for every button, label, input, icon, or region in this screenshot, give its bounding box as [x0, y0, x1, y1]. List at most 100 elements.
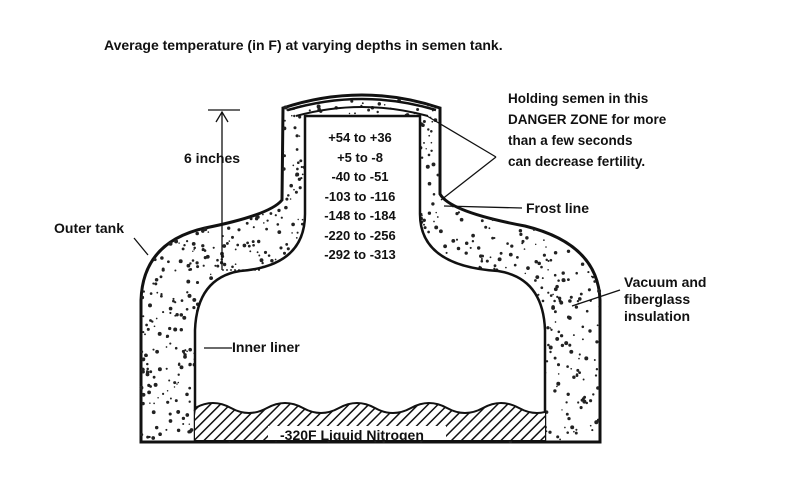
insulation-speckle	[569, 295, 573, 299]
insulation-speckle	[559, 438, 562, 441]
insulation-speckle	[160, 292, 163, 296]
insulation-speckle	[156, 291, 159, 294]
insulation-speckle	[430, 130, 433, 133]
insulation-speckle	[300, 176, 303, 180]
insulation-speckle	[296, 167, 299, 171]
insulation-speckle	[276, 223, 280, 226]
insulation-speckle	[155, 317, 158, 320]
insulation-speckle	[189, 428, 194, 432]
insulation-speckle	[549, 327, 552, 329]
insulation-speckle	[287, 194, 290, 197]
danger-note-line: can decrease fertility.	[508, 154, 646, 169]
insulation-speckle	[455, 211, 459, 216]
insulation-speckle	[587, 271, 590, 274]
insulation-speckle	[201, 249, 204, 252]
insulation-speckle	[162, 311, 165, 314]
insulation-speckle	[423, 223, 425, 226]
insulation-speckle	[277, 230, 282, 234]
insulation-speckle	[576, 368, 580, 372]
insulation-speckle	[153, 382, 158, 387]
temperature-range: -148 to -184	[324, 208, 396, 223]
insulation-speckle	[207, 231, 210, 233]
insulation-speckle	[146, 435, 150, 439]
insulation-speckle	[350, 99, 354, 103]
insulation-speckle	[423, 141, 425, 144]
insulation-speckle	[553, 389, 557, 393]
insulation-speckle	[183, 355, 187, 359]
insulation-speckle	[280, 216, 283, 219]
insulation-speckle	[188, 400, 191, 403]
insulation-speckle	[519, 232, 523, 237]
insulation-speckle	[476, 246, 481, 250]
insulation-speckle	[553, 250, 558, 255]
insulation-speckle	[427, 211, 432, 215]
insulation-speckle	[174, 269, 177, 272]
insulation-speckle	[168, 326, 172, 331]
insulation-speckle	[585, 309, 589, 313]
insulation-speckle	[195, 280, 200, 285]
insulation-speckle	[270, 258, 274, 263]
insulation-speckle	[295, 172, 300, 177]
insulation-speckle	[595, 368, 599, 371]
insulation-speckle	[471, 240, 475, 243]
insulation-speckle	[188, 347, 192, 352]
insulation-speckle	[493, 236, 496, 240]
insulation-speckle	[491, 218, 494, 222]
insulation-speckle	[459, 217, 464, 222]
insulation-speckle	[258, 254, 261, 257]
insulation-speckle	[153, 258, 157, 262]
insulation-speckle	[295, 148, 299, 151]
insulation-speckle	[203, 255, 207, 260]
insulation-speckle	[168, 419, 173, 423]
insulation-speckle	[545, 360, 549, 363]
insulation-speckle	[145, 354, 148, 357]
insulation-speckle	[594, 374, 598, 377]
insulation-speckle	[291, 222, 295, 227]
frost-line-pointer	[443, 205, 523, 209]
neck-cap	[287, 97, 437, 112]
insulation-speckle	[436, 216, 439, 218]
insulation-speckle	[191, 242, 196, 246]
insulation-speckle	[578, 297, 582, 301]
insulation-speckle	[547, 269, 549, 271]
insulation-speckle	[367, 108, 371, 112]
insulation-speckle	[545, 246, 547, 248]
insulation-speckle	[291, 114, 293, 117]
insulation-speckle	[545, 258, 548, 262]
insulation-speckle	[556, 435, 560, 439]
insulation-speckle	[177, 373, 180, 376]
insulation-speckle	[523, 248, 526, 250]
insulation-speckle	[300, 165, 303, 169]
insulation-speckle	[222, 262, 227, 267]
insulation-speckles	[139, 98, 602, 444]
insulation-speckle	[185, 307, 189, 311]
insulation-speckle	[173, 381, 177, 385]
insulation-speckle	[293, 126, 297, 130]
insulation-speckle	[175, 312, 179, 317]
insulation-speckle	[142, 368, 145, 372]
insulation-speckle	[557, 330, 561, 334]
insulation-speckle	[166, 390, 169, 392]
danger-note-line: DANGER ZONE for more	[508, 112, 667, 127]
insulation-speckle	[579, 406, 583, 410]
insulation-speckle	[574, 305, 579, 309]
insulation-speckle	[237, 228, 241, 232]
insulation-speckle	[412, 100, 414, 103]
insulation-speckle	[506, 242, 509, 245]
insulation-speckle	[169, 311, 172, 315]
insulation-speckle	[209, 273, 212, 276]
insulation-speckle	[245, 221, 249, 225]
insulation-speckle	[153, 325, 156, 328]
insulation-speckle	[540, 265, 543, 269]
insulation-speckle	[140, 350, 144, 354]
insulation-speckle	[535, 260, 538, 264]
insulation-speckle	[548, 345, 553, 350]
insulation-speckle	[169, 397, 172, 400]
insulation-speckle	[174, 399, 178, 403]
insulation-speckle	[189, 268, 193, 271]
insulation-speckle	[157, 396, 159, 399]
insulation-speckle	[541, 277, 544, 280]
insulation-speckle	[557, 279, 560, 282]
insulation-speckle	[173, 327, 178, 332]
insulation-speckle	[377, 102, 382, 106]
